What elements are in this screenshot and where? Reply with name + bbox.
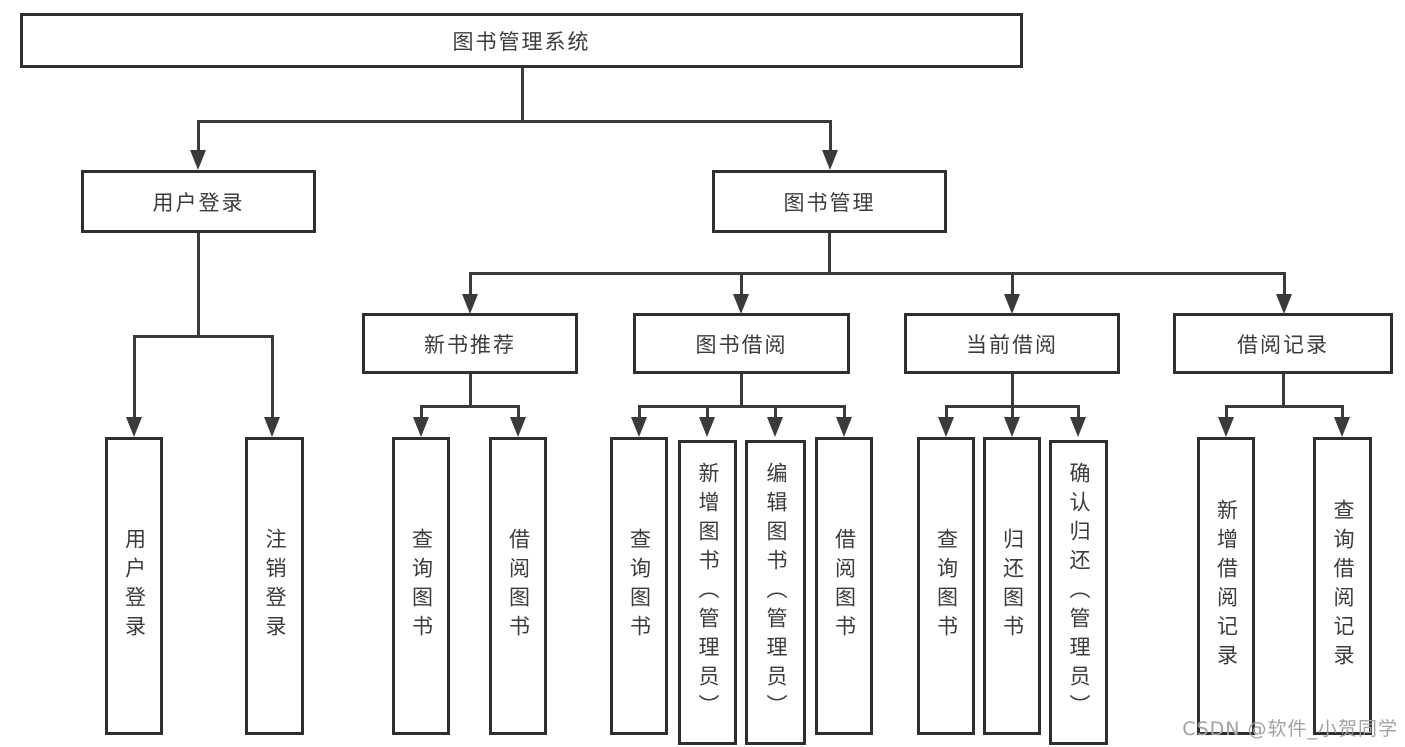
connector-vline [1011, 272, 1014, 294]
connector-vline [420, 405, 423, 417]
leaf-user-login: 用户登录 [105, 437, 163, 735]
connector-vline [774, 405, 777, 417]
connector-vline [197, 233, 200, 335]
connector-vline [197, 120, 200, 150]
arrowhead-down [190, 150, 206, 170]
leaf-recommend-borrow-book: 借阅图书 [489, 437, 547, 735]
arrowhead-down [822, 150, 838, 170]
node-book-borrow: 图书借阅 [633, 313, 850, 374]
leaf-current-query-book: 查询图书 [917, 437, 975, 735]
connector-vline [740, 374, 743, 405]
connector-vline [469, 374, 472, 405]
arrowhead-down [699, 417, 715, 437]
connector-vline [469, 272, 472, 294]
connector-vline [1341, 405, 1344, 417]
arrowhead-down [1334, 417, 1350, 437]
connector-vline [517, 405, 520, 417]
node-library-system: 图书管理系统 [20, 13, 1023, 68]
arrowhead-down [1004, 294, 1020, 314]
connector-vline [945, 405, 948, 417]
connector-vline [1011, 374, 1014, 405]
connector-hline [133, 335, 274, 338]
leaf-records-add-record: 新增借阅记录 [1197, 437, 1255, 735]
csdn-watermark: CSDN @软件_小贺同学 [1182, 718, 1398, 740]
leaf-borrow-query-book: 查询图书 [610, 437, 668, 735]
connector-vline [843, 405, 846, 417]
arrowhead-down [1276, 294, 1292, 314]
arrowhead-down [1070, 417, 1086, 437]
arrowhead-down [1218, 417, 1234, 437]
connector-hline [1225, 405, 1344, 408]
connector-vline [1283, 272, 1286, 294]
connector-vline [638, 405, 641, 417]
connector-hline [469, 272, 1285, 275]
node-current-borrow: 当前借阅 [904, 313, 1120, 374]
connector-vline [1225, 405, 1228, 417]
arrowhead-down [631, 417, 647, 437]
leaf-borrow-borrow-book: 借阅图书 [815, 437, 873, 735]
leaf-logout: 注销登录 [245, 437, 304, 735]
connector-hline [197, 120, 831, 123]
arrowhead-down [733, 294, 749, 314]
arrowhead-down [510, 417, 526, 437]
leaf-current-confirm-return-admin: 确认归还（管理员） [1049, 440, 1108, 745]
arrowhead-down [836, 417, 852, 437]
node-user-login: 用户登录 [81, 170, 316, 233]
arrowhead-down [126, 417, 142, 437]
leaf-borrow-edit-book-admin: 编辑图书（管理员） [745, 440, 806, 745]
arrowhead-down [462, 294, 478, 314]
arrowhead-down [938, 417, 954, 437]
connector-vline [829, 120, 832, 150]
arrowhead-down [1004, 417, 1020, 437]
connector-vline [1077, 405, 1080, 417]
connector-vline [828, 233, 831, 272]
arrowhead-down [767, 417, 783, 437]
leaf-current-return-book: 归还图书 [983, 437, 1041, 735]
leaf-records-query-record: 查询借阅记录 [1313, 437, 1372, 735]
connector-vline [133, 335, 136, 417]
connector-vline [271, 335, 274, 417]
connector-hline [638, 405, 846, 408]
connector-vline [1282, 374, 1285, 405]
node-borrow-records: 借阅记录 [1173, 313, 1393, 374]
arrowhead-down [264, 417, 280, 437]
connector-vline [706, 405, 709, 417]
connector-vline [521, 68, 524, 120]
leaf-borrow-add-book-admin: 新增图书（管理员） [678, 440, 737, 745]
node-new-book-recommend: 新书推荐 [362, 313, 578, 374]
arrowhead-down [413, 417, 429, 437]
connector-hline [420, 405, 519, 408]
node-book-management: 图书管理 [712, 170, 947, 233]
connector-vline [1011, 405, 1014, 417]
leaf-recommend-query-book: 查询图书 [392, 437, 450, 735]
connector-vline [740, 272, 743, 294]
